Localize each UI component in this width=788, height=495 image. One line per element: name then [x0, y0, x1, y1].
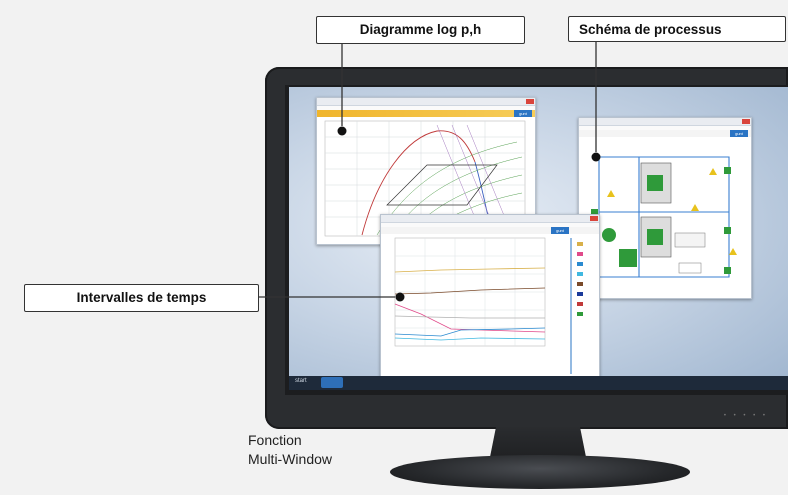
series-line-cyan	[394, 337, 546, 341]
window-close-icon[interactable]	[526, 99, 534, 104]
window-toolbar: gunt	[381, 227, 599, 234]
saturation-liquid-line	[361, 130, 476, 236]
window-toolbar: gunt	[317, 110, 535, 117]
component-pump	[602, 228, 616, 242]
timeseries-grid	[395, 238, 545, 346]
caption: Fonction Multi-Window	[248, 431, 332, 469]
refrigeration-cycle	[386, 164, 498, 206]
component-indicator-1	[647, 175, 663, 191]
window-menubar	[317, 106, 535, 110]
window-toolbar: gunt	[579, 130, 751, 137]
series-line-pink	[394, 303, 546, 333]
start-button[interactable]: start	[295, 378, 307, 384]
legend-swatches	[577, 242, 583, 316]
series-line-blue	[394, 327, 546, 337]
taskbar-app-icon[interactable]	[321, 377, 343, 388]
app-logo-icon: gunt	[730, 130, 748, 137]
series-line-gray	[394, 315, 545, 319]
timeseries-chart	[394, 237, 583, 374]
warning-markers	[607, 168, 737, 255]
window-close-icon[interactable]	[742, 119, 750, 124]
window-process-schematic[interactable]: gunt	[578, 117, 752, 299]
process-diagram	[591, 156, 737, 278]
window-time-intervals[interactable]: gunt	[380, 214, 600, 384]
desktop-screen: gunt gunt	[289, 87, 788, 390]
app-logo-icon: gunt	[551, 227, 569, 234]
window-titlebar[interactable]	[381, 215, 599, 223]
caption-line-1: Fonction	[248, 432, 302, 448]
status-leds	[591, 167, 731, 274]
readout-panel	[674, 232, 706, 248]
window-close-icon[interactable]	[590, 216, 598, 221]
component-compressor	[619, 249, 637, 267]
callout-logph-diagram: Diagramme log p,h	[316, 16, 525, 44]
callout-time-intervals: Intervalles de temps	[24, 284, 259, 312]
window-menubar	[381, 223, 599, 227]
window-menubar	[579, 126, 751, 130]
window-titlebar[interactable]	[579, 118, 751, 126]
callout-process-schematic: Schéma de processus	[568, 16, 786, 42]
monitor-stand-base	[390, 455, 690, 489]
window-titlebar[interactable]	[317, 98, 535, 106]
caption-line-2: Multi-Window	[248, 451, 333, 467]
component-indicator-2	[647, 229, 663, 245]
app-logo-icon: gunt	[514, 110, 532, 117]
series-line-yellow	[394, 267, 546, 273]
readout-box	[678, 262, 702, 274]
series-line-brown	[394, 287, 546, 295]
taskbar: start	[289, 376, 788, 390]
bezel-buttons: • • • • •	[723, 413, 768, 419]
